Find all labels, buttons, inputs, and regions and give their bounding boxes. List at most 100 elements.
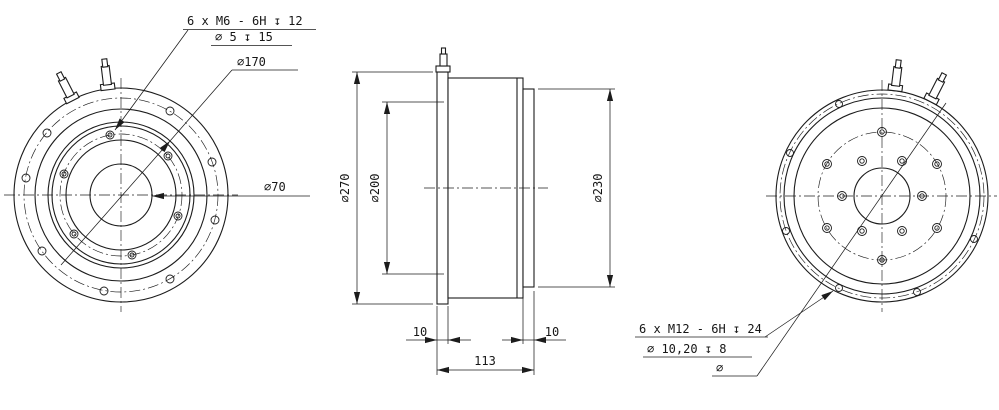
screw-hole bbox=[877, 127, 887, 137]
screw-bolt-circle bbox=[817, 131, 947, 261]
bolt-hole bbox=[835, 100, 843, 108]
screw-hole-inner bbox=[107, 132, 113, 138]
dia170-leader-extension bbox=[60, 140, 171, 266]
dia70-label: ⌀70 bbox=[264, 180, 286, 194]
screw-hole-inner bbox=[934, 225, 940, 231]
rear-view: 6 x M12 - 6H ↧ 24 ⌀ 10,20 ↧ 8 ⌀ bbox=[635, 59, 997, 377]
bolt-hole bbox=[21, 173, 31, 183]
screw-hole bbox=[917, 191, 927, 201]
terminal-pin bbox=[55, 71, 80, 105]
flange-inner-edge-circle bbox=[34, 108, 208, 282]
front-view: 6 x M6 - 6H ↧ 12 ⌀ 5 ↧ 15 ⌀170 ⌀70 bbox=[4, 14, 316, 312]
dia270-label: ⌀270 bbox=[338, 174, 352, 203]
screw-hole-inner bbox=[175, 213, 181, 219]
screw-hole-inner bbox=[824, 225, 830, 231]
screw-hole bbox=[105, 130, 115, 140]
screw-hole bbox=[822, 159, 832, 169]
flange-inner-edge-circle bbox=[783, 97, 981, 295]
screw-hole bbox=[69, 229, 79, 239]
bolt-hole bbox=[782, 227, 790, 235]
terminal-pin bbox=[99, 58, 116, 92]
bolt-hole bbox=[970, 235, 978, 243]
thread-note-line2: ⌀ 10,20 ↧ 8 bbox=[647, 342, 726, 356]
screw-hole-inner bbox=[919, 193, 925, 199]
screw-hole bbox=[163, 151, 173, 161]
bolt-hole bbox=[207, 157, 217, 167]
screw-bolt-circle bbox=[59, 133, 183, 257]
side-view: ⌀270 ⌀200 ⌀230 10 10 113 bbox=[338, 47, 615, 375]
screw-hole-inner bbox=[859, 158, 865, 164]
screw-hole-inner bbox=[859, 228, 865, 234]
screw-hole-inner bbox=[899, 158, 905, 164]
dia200-label: ⌀200 bbox=[368, 174, 382, 203]
dia170-leader bbox=[169, 69, 233, 142]
screw-hole bbox=[932, 159, 942, 169]
screw-hole-inner bbox=[165, 153, 171, 159]
bore-diameter-label: ⌀ bbox=[716, 361, 723, 375]
outer-bolt-circle bbox=[23, 97, 219, 293]
screw-hole-inner bbox=[899, 228, 905, 234]
screw-hole bbox=[877, 255, 887, 265]
bolt-hole bbox=[99, 286, 109, 296]
screw-hole bbox=[59, 169, 69, 179]
terminal-pin bbox=[923, 72, 948, 106]
pin-stem bbox=[890, 65, 903, 87]
screw-hole-inner bbox=[879, 257, 885, 263]
face-plate-circle bbox=[793, 107, 971, 285]
terminal-pin-side bbox=[435, 47, 451, 73]
pin-cap bbox=[55, 71, 66, 82]
bolt-hole bbox=[37, 246, 47, 256]
arrowhead bbox=[159, 141, 170, 153]
thread-note-leader bbox=[114, 29, 189, 131]
thread-note-line2: ⌀ 5 ↧ 15 bbox=[215, 30, 273, 44]
screw-hole bbox=[822, 223, 832, 233]
screw-hole-inner bbox=[934, 161, 940, 167]
screw-hole-inner bbox=[839, 193, 845, 199]
center-bore-circle bbox=[853, 167, 911, 225]
pin-stem bbox=[100, 64, 113, 86]
m12-bolt-circle bbox=[779, 93, 985, 299]
dia170-label: ⌀170 bbox=[237, 55, 266, 69]
face-screws bbox=[822, 127, 942, 265]
width10-right-label: 10 bbox=[545, 325, 559, 339]
screw-hole bbox=[932, 223, 942, 233]
screw-hole bbox=[857, 226, 867, 236]
thread-note-leader bbox=[764, 290, 834, 338]
length113-label: 113 bbox=[474, 354, 496, 368]
thread-note-line1: 6 x M12 - 6H ↧ 24 bbox=[639, 322, 762, 336]
width10-left-label: 10 bbox=[413, 325, 427, 339]
pin-cap bbox=[937, 72, 948, 83]
bolt-hole bbox=[786, 149, 794, 157]
bolt-hole bbox=[913, 288, 921, 296]
bore-dia-leader bbox=[756, 102, 947, 377]
screw-hole-inner bbox=[129, 252, 135, 258]
screw-hole-inner bbox=[879, 129, 885, 135]
pin-base bbox=[435, 65, 451, 73]
m6-screw-holes bbox=[59, 130, 183, 260]
screw-hole bbox=[897, 156, 907, 166]
pin-cap bbox=[440, 47, 447, 55]
pin-cap bbox=[894, 59, 902, 69]
outer-bolt-holes bbox=[21, 106, 220, 296]
m12-bolt-holes bbox=[782, 100, 978, 296]
bolt-hole bbox=[210, 215, 220, 225]
bolt-hole bbox=[835, 284, 843, 292]
pin-cap bbox=[101, 58, 109, 68]
outer-flange-circle bbox=[775, 89, 989, 303]
terminal-pin bbox=[887, 59, 904, 93]
screw-hole bbox=[173, 211, 183, 221]
hub-inner-circle bbox=[65, 139, 177, 251]
screw-hole bbox=[127, 250, 137, 260]
bolt-hole bbox=[42, 128, 52, 138]
screw-hole-inner bbox=[824, 161, 830, 167]
pin-stem bbox=[439, 53, 448, 67]
bolt-hole bbox=[165, 274, 175, 284]
screw-hole-inner bbox=[61, 171, 67, 177]
screw-hole-inner bbox=[71, 231, 77, 237]
thread-note-line1: 6 x M6 - 6H ↧ 12 bbox=[187, 14, 303, 28]
dia230-label: ⌀230 bbox=[591, 174, 605, 203]
screw-hole bbox=[857, 156, 867, 166]
screw-hole bbox=[837, 191, 847, 201]
